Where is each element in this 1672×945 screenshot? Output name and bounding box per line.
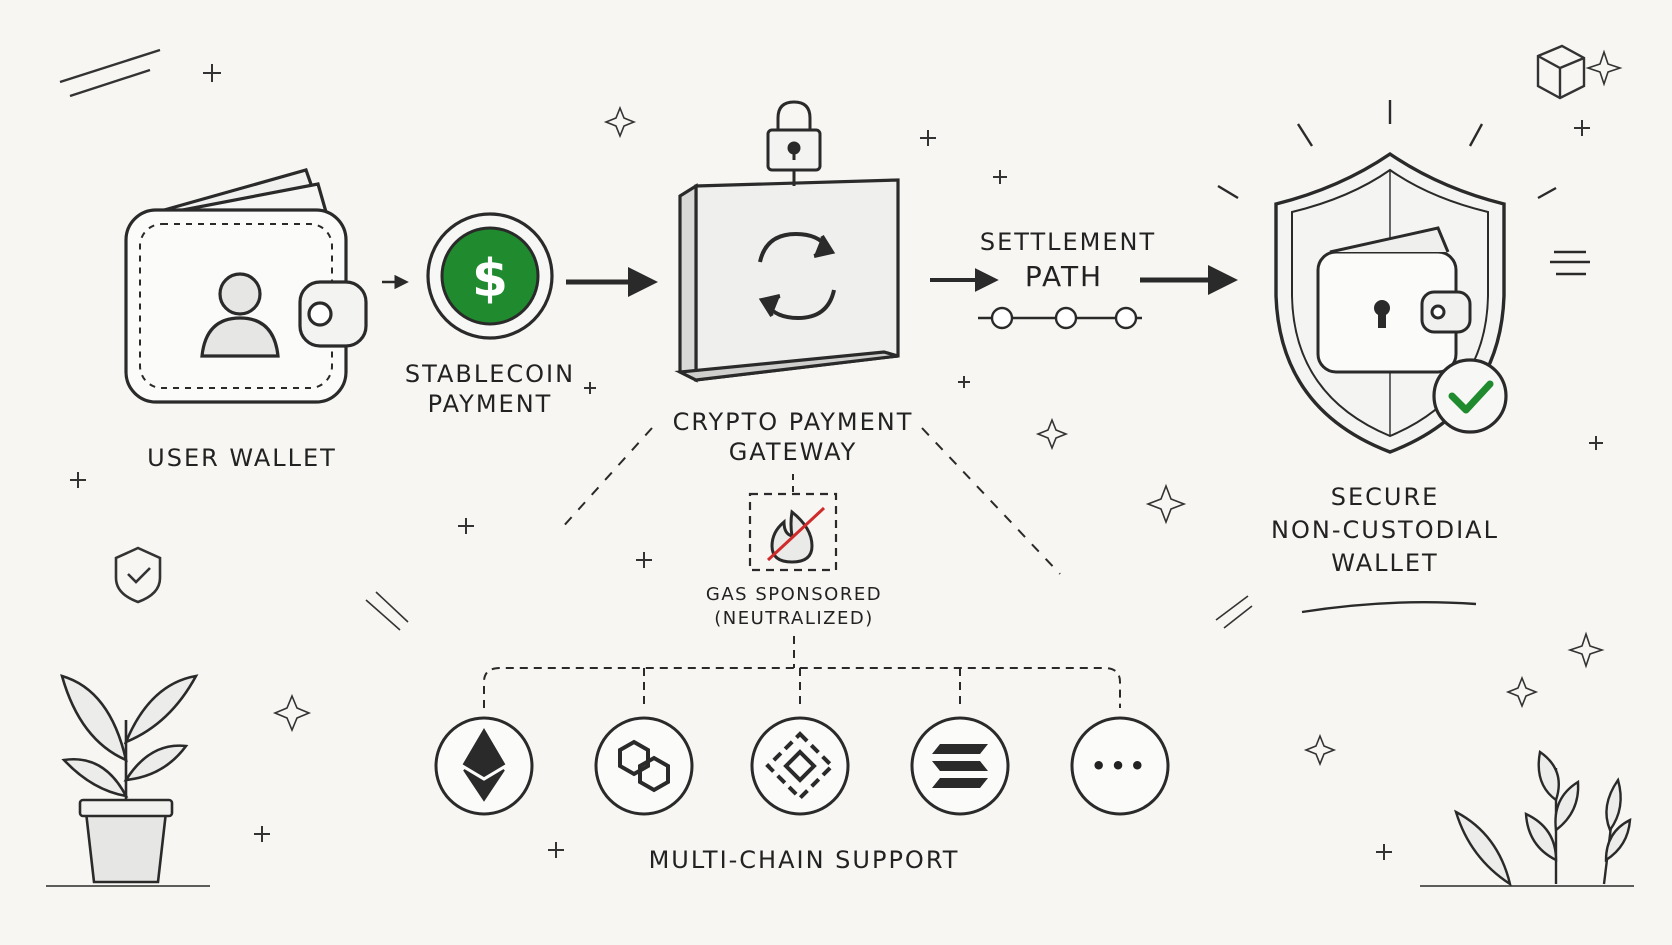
stablecoin-coin bbox=[426, 212, 554, 340]
more-icon: ••• bbox=[1091, 752, 1149, 780]
ethereum-icon bbox=[462, 728, 506, 802]
gas-label-line1: GAS SPONSORED bbox=[706, 584, 882, 605]
leaf-plant-illustration bbox=[1420, 749, 1634, 887]
bnb-chain-icon bbox=[765, 731, 835, 801]
checkmark-badge-icon bbox=[1432, 358, 1508, 434]
chain-circle-bnb[interactable] bbox=[750, 716, 850, 816]
settlement-label-line2: PATH bbox=[1025, 260, 1103, 293]
sync-arrows-icon bbox=[758, 231, 836, 321]
secure-wallet-label-line3: WALLET bbox=[1331, 549, 1438, 577]
dashed-guide-lines bbox=[559, 427, 1061, 575]
gateway-label-line2: GATEWAY bbox=[729, 438, 858, 466]
cube-icon bbox=[1536, 44, 1586, 100]
strike-through-line bbox=[766, 506, 826, 562]
gateway-box bbox=[674, 178, 900, 383]
dollar-icon: $ bbox=[472, 249, 508, 309]
stablecoin-label-line1: STABLECOIN bbox=[405, 360, 575, 388]
shield-check-icon bbox=[114, 546, 162, 604]
secure-wallet-label-line1: SECURE bbox=[1331, 483, 1440, 511]
shield-rays bbox=[1217, 100, 1590, 276]
secure-wallet-underline bbox=[1301, 601, 1477, 614]
settlement-label-line1: SETTLEMENT bbox=[980, 228, 1156, 256]
chain-circle-more[interactable] bbox=[1070, 716, 1170, 816]
keyhole-icon bbox=[1374, 300, 1390, 328]
gateway-label-line1: CRYPTO PAYMENT bbox=[673, 408, 914, 436]
gas-box bbox=[748, 492, 838, 572]
multichain-label: MULTI-CHAIN SUPPORT bbox=[649, 846, 960, 874]
multichain-tree-lines bbox=[483, 636, 1121, 708]
user-wallet-label: USER WALLET bbox=[147, 444, 337, 472]
sparkle-decorations bbox=[59, 48, 1623, 860]
polygon-icon bbox=[618, 739, 670, 793]
solana-icon bbox=[932, 744, 988, 788]
user-wallet-illustration bbox=[124, 168, 368, 404]
potted-plant-illustration bbox=[46, 674, 210, 887]
secure-wallet-illustration bbox=[1316, 226, 1472, 374]
secure-wallet-label-line2: NON-CUSTODIAL bbox=[1271, 516, 1499, 544]
gas-label-line2: (NEUTRALIZED) bbox=[714, 608, 874, 629]
stablecoin-label-line2: PAYMENT bbox=[428, 390, 553, 418]
settlement-path-nodes bbox=[978, 306, 1142, 330]
padlock-icon bbox=[766, 100, 822, 186]
